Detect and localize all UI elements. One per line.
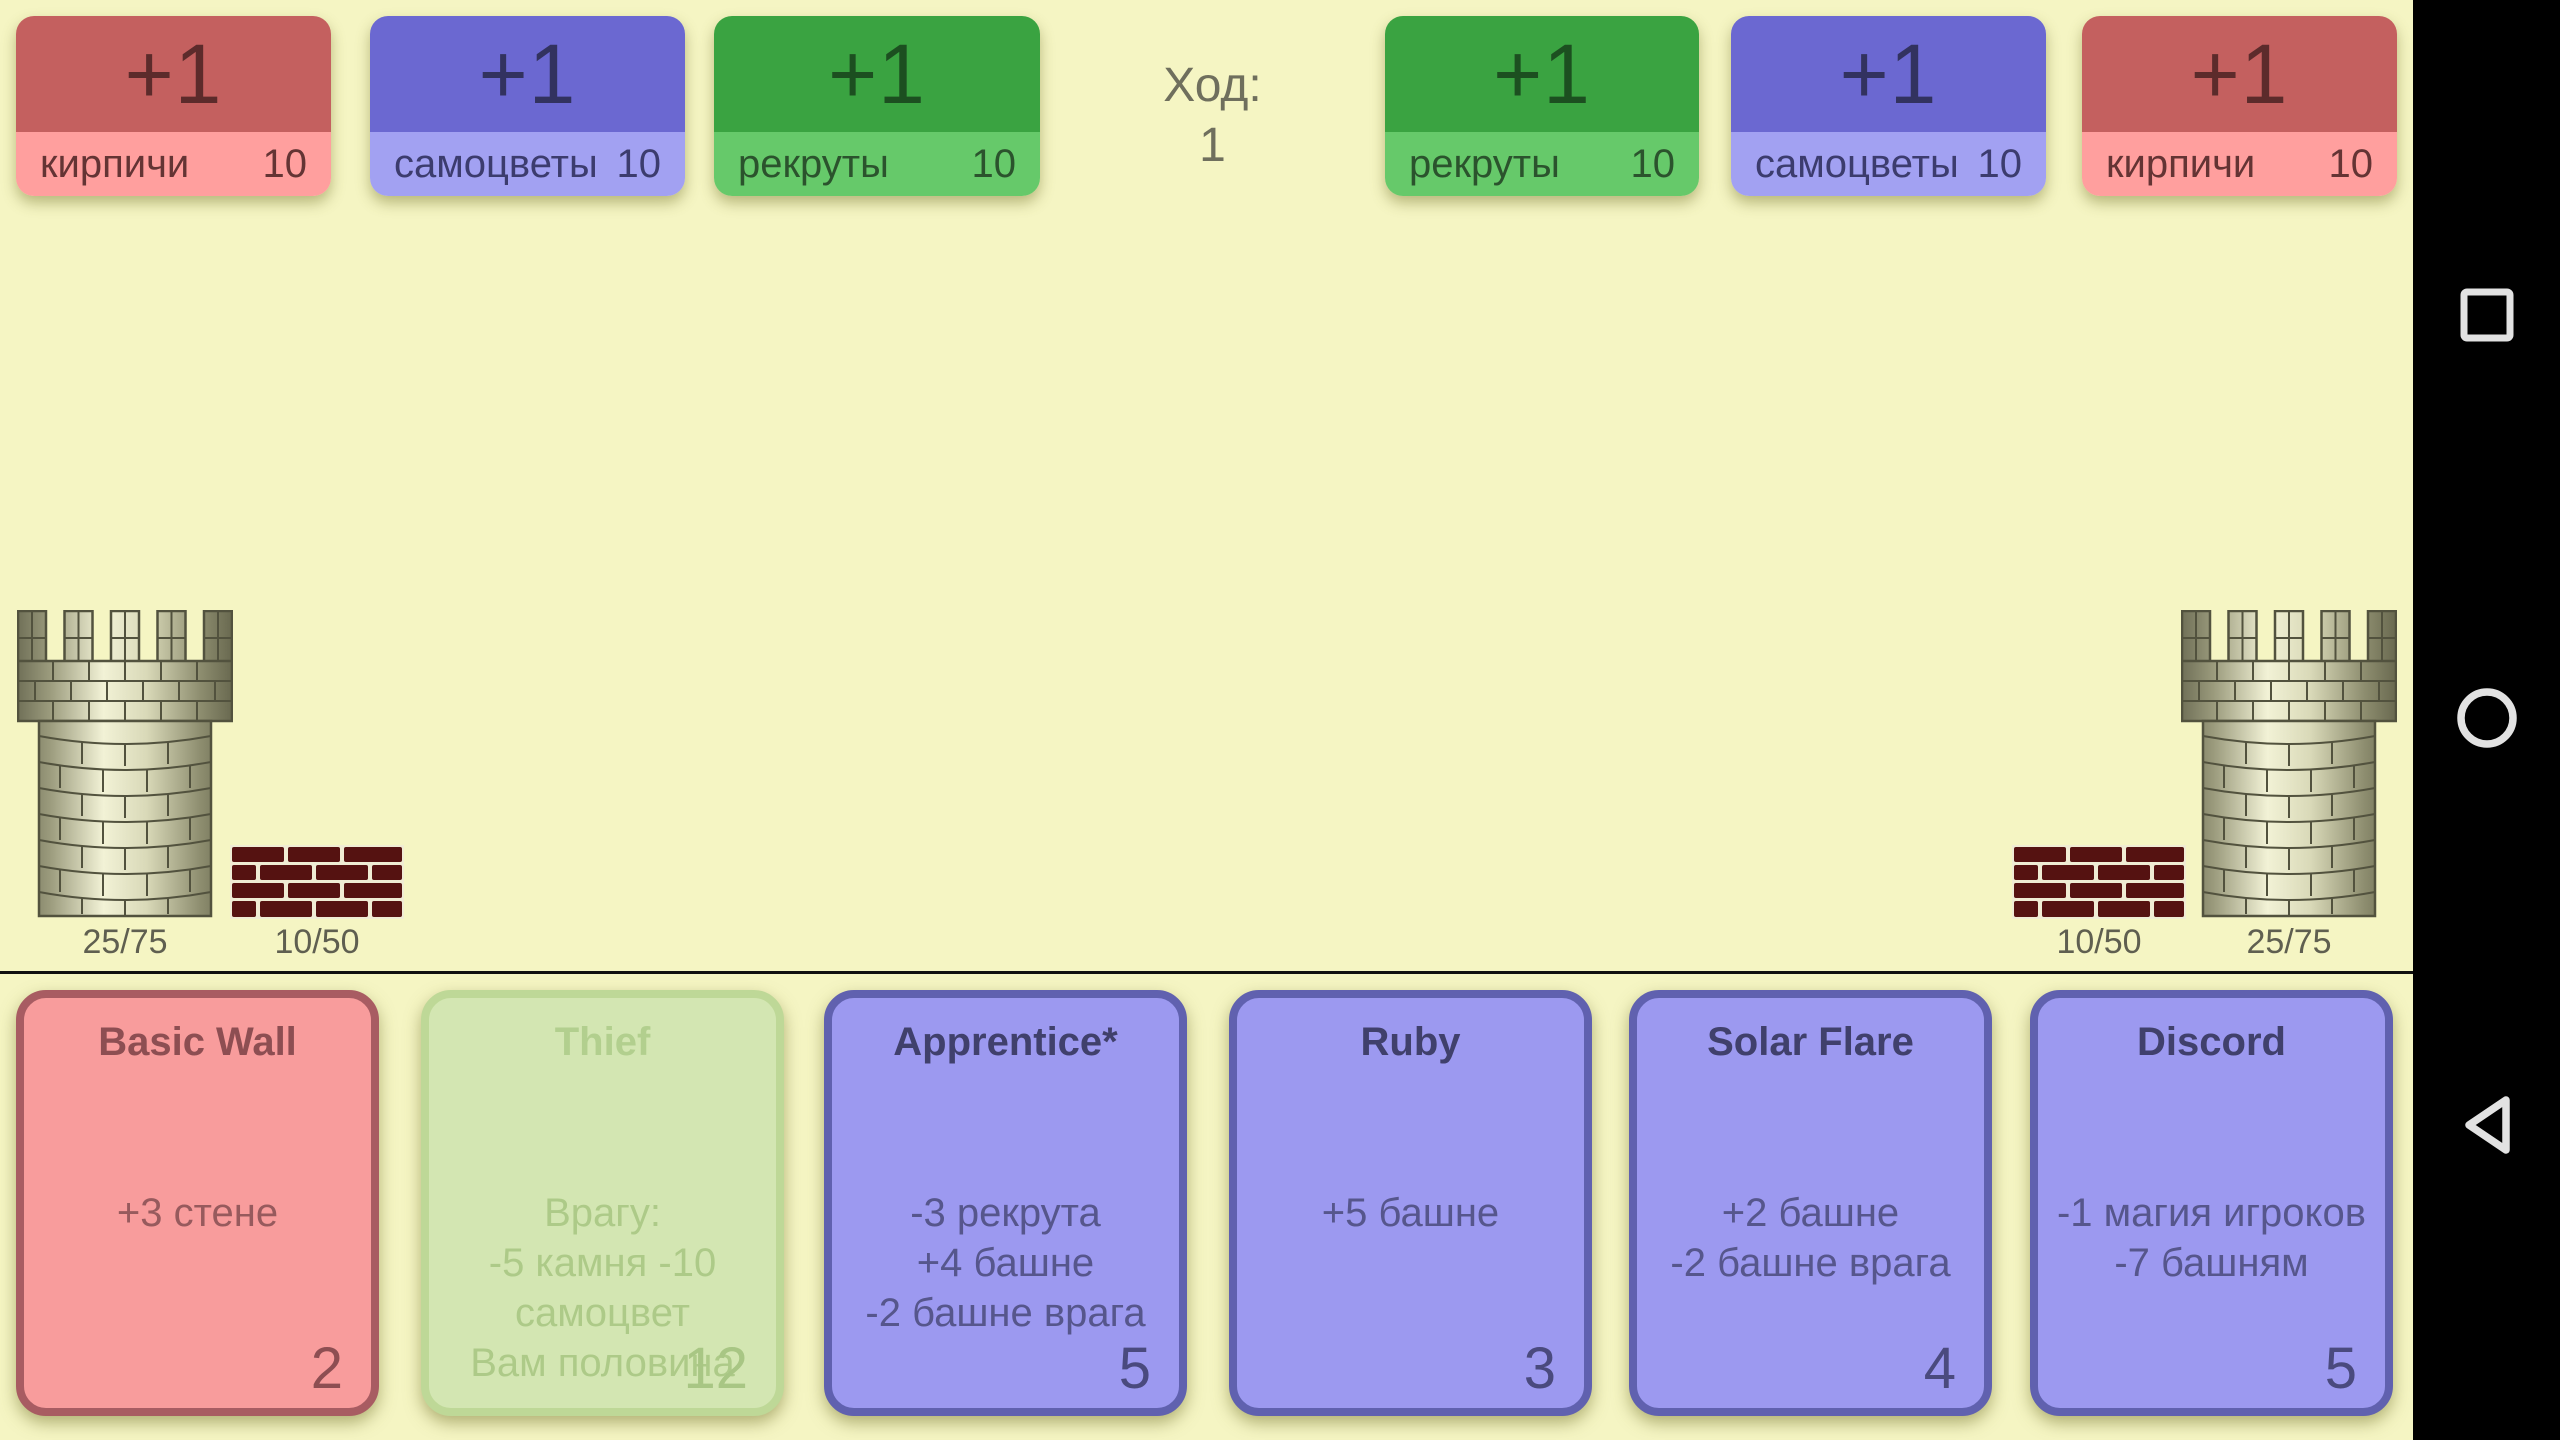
card-solar-flare[interactable]: Solar Flare +2 башне -2 башне врага 4 xyxy=(1629,990,1992,1416)
recents-square-icon xyxy=(2460,288,2513,342)
right-tower-stat: 25/75 xyxy=(2246,923,2332,961)
right-wall-image xyxy=(2012,845,2186,919)
card-cost: 5 xyxy=(1118,1336,1151,1401)
card-title: Thief xyxy=(554,1020,651,1064)
card-effect: +5 башне xyxy=(1321,1191,1500,1235)
resource-name: рекруты xyxy=(1409,141,1560,186)
resource-panel-bricks-right: +1 кирпичи 10 xyxy=(2082,16,2397,196)
card-cost: 5 xyxy=(2324,1336,2357,1401)
resource-panel-recruits-left: +1 рекруты 10 xyxy=(714,16,1040,196)
resource-name: кирпичи xyxy=(40,141,190,186)
left-tower-image xyxy=(16,609,234,918)
android-nav-bar xyxy=(2413,0,2560,1440)
card-title: Solar Flare xyxy=(1707,1020,1914,1064)
card-title: Basic Wall xyxy=(98,1020,297,1064)
card-title: Ruby xyxy=(1360,1020,1461,1064)
right-tower-image xyxy=(2180,609,2398,918)
resource-panel-gems-left: +1 самоцветы 10 xyxy=(370,16,685,196)
card-effect: -1 магия игроков -7 башням xyxy=(2056,1191,2366,1285)
resource-amount: 10 xyxy=(1630,141,1676,186)
resource-name: кирпичи xyxy=(2106,141,2256,186)
resource-gain: +1 xyxy=(370,16,685,132)
resource-amount: 10 xyxy=(262,141,308,186)
resource-name: рекруты xyxy=(738,141,889,186)
hand-divider xyxy=(0,971,2413,974)
card-discord[interactable]: Discord -1 магия игроков -7 башням 5 xyxy=(2030,990,2393,1416)
card-basic-wall[interactable]: Basic Wall +3 стене 2 xyxy=(16,990,379,1416)
resource-gain: +1 xyxy=(1385,16,1699,132)
resource-amount: 10 xyxy=(1977,141,2023,186)
resource-panel-gems-right: +1 самоцветы 10 xyxy=(1731,16,2046,196)
back-button[interactable] xyxy=(2413,1065,2560,1185)
card-cost: 3 xyxy=(1523,1336,1556,1401)
card-thief[interactable]: Thief Врагу: -5 камня -10 самоцвет Вам п… xyxy=(421,990,784,1416)
card-ruby[interactable]: Ruby +5 башне 3 xyxy=(1229,990,1592,1416)
turn-label: Ход: xyxy=(1163,59,1262,112)
card-cost: 2 xyxy=(310,1336,343,1401)
back-triangle-icon xyxy=(2464,1096,2510,1154)
resource-name: самоцветы xyxy=(1755,141,1959,186)
left-tower-stat: 25/75 xyxy=(82,923,168,961)
resource-gain: +1 xyxy=(2082,16,2397,132)
resource-gain: +1 xyxy=(714,16,1040,132)
right-wall-stat: 10/50 xyxy=(2056,923,2142,961)
home-circle-icon xyxy=(2456,688,2517,748)
card-title: Apprentice* xyxy=(893,1020,1118,1064)
resource-amount: 10 xyxy=(2328,141,2374,186)
turn-indicator: Ход: 1 xyxy=(1040,56,1385,176)
resource-panel-bricks-left: +1 кирпичи 10 xyxy=(16,16,331,196)
home-button[interactable] xyxy=(2413,658,2560,778)
resource-gain: +1 xyxy=(16,16,331,132)
resource-amount: 10 xyxy=(616,141,662,186)
turn-value: 1 xyxy=(1199,119,1226,172)
resource-name: самоцветы xyxy=(394,141,598,186)
resource-amount: 10 xyxy=(971,141,1017,186)
card-cost: 12 xyxy=(683,1336,748,1401)
recents-button[interactable] xyxy=(2413,255,2560,375)
card-effect: +2 башне -2 башне врага xyxy=(1670,1191,1951,1285)
resource-gain: +1 xyxy=(1731,16,2046,132)
card-effect: +3 стене xyxy=(116,1191,279,1235)
left-wall-image xyxy=(230,845,404,919)
card-effect: -3 рекрута +4 башне -2 башне врага xyxy=(865,1191,1146,1335)
resource-panel-recruits-right: +1 рекруты 10 xyxy=(1385,16,1699,196)
card-cost: 4 xyxy=(1923,1336,1956,1401)
left-wall-stat: 10/50 xyxy=(274,923,360,961)
card-effect: Врагу: -5 камня -10 самоцвет Вам половин… xyxy=(470,1191,735,1385)
card-title: Discord xyxy=(2137,1020,2286,1064)
card-apprentice[interactable]: Apprentice* -3 рекрута +4 башне -2 башне… xyxy=(824,990,1187,1416)
